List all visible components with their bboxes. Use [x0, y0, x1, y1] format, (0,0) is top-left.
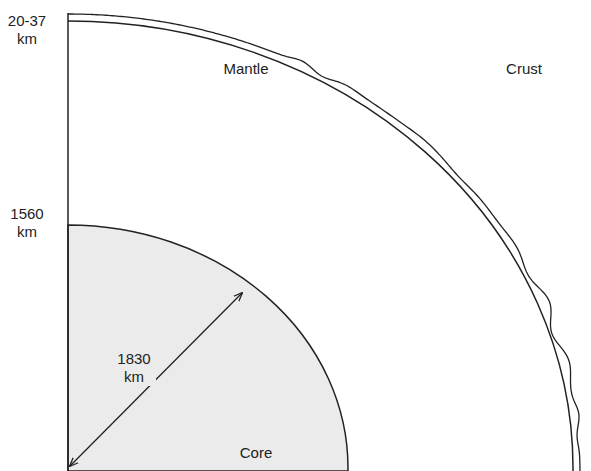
thickness-label: 20-37 km	[2, 12, 52, 48]
depth-label: 1560 km	[2, 205, 52, 241]
layer-label: Crust	[489, 60, 559, 78]
crust-boundary	[68, 21, 573, 471]
axis-line	[67, 13, 69, 471]
core-region	[68, 225, 348, 471]
layer-label: Core	[226, 444, 286, 462]
radius-label: 1830 km	[112, 350, 156, 386]
layer-label: Mantle	[206, 60, 286, 78]
surface-outline	[68, 14, 580, 471]
radius-arrow	[70, 293, 242, 466]
